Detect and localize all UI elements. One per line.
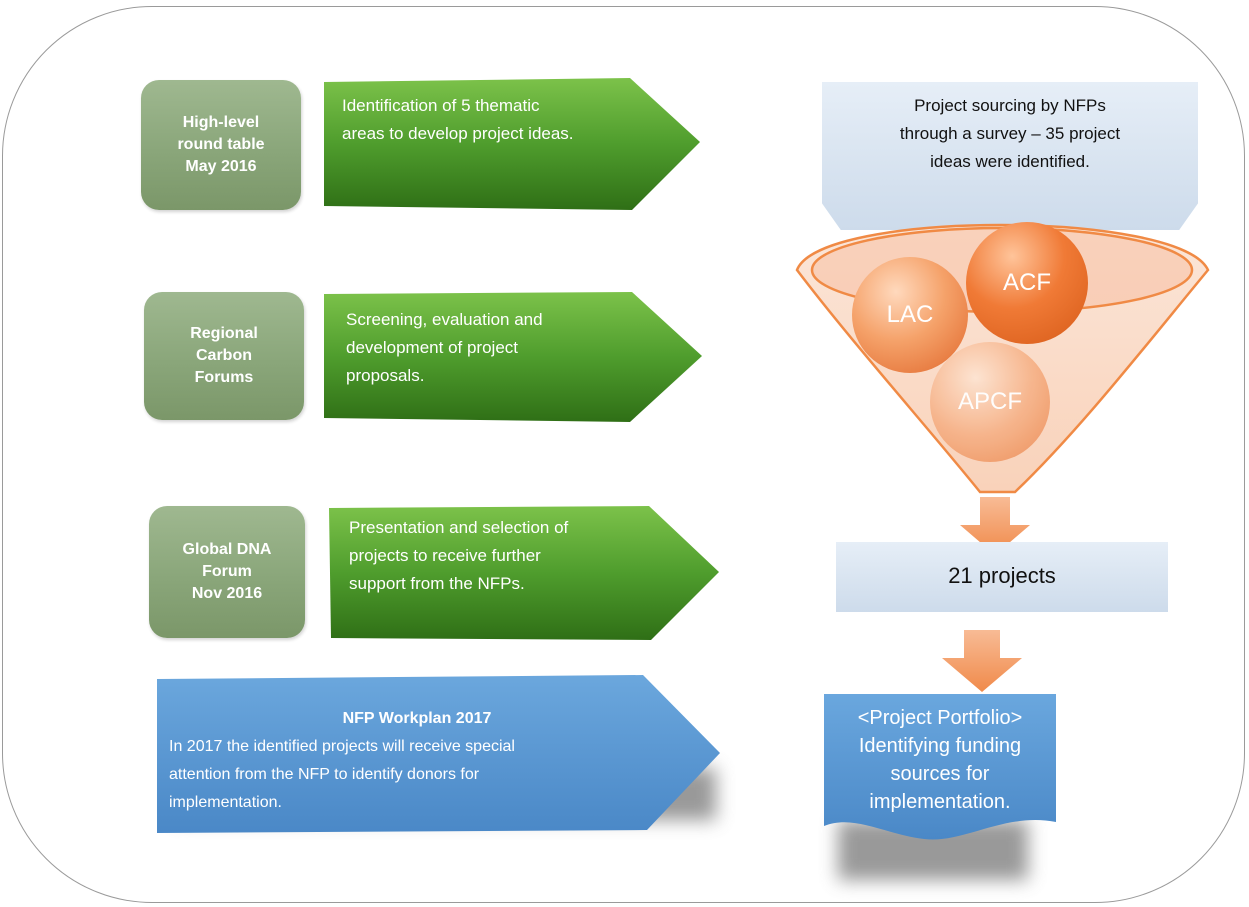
portfolio-line-3: sources for	[890, 763, 990, 785]
forum-label-apcf: APCF	[957, 388, 1022, 415]
workplan-line-2: attention from the NFP to identify donor…	[169, 766, 480, 783]
stage-1-line-2: round table	[177, 136, 265, 153]
stage-1-line-3: May 2016	[185, 158, 257, 175]
sourcing-line-2: through a survey – 35 project	[899, 124, 1121, 143]
stage-3-line-2: Forum	[202, 563, 252, 580]
step-2-desc-line-3: proposals.	[346, 366, 425, 385]
portfolio-line-2: Identifying funding	[858, 735, 1022, 757]
stage-box-1: High-level round table May 2016	[141, 80, 301, 210]
step-2-desc-line-1: Screening, evaluation and	[346, 310, 543, 329]
workplan-arrow: NFP Workplan 2017 In 2017 the identified…	[157, 675, 720, 835]
forum-label-acf: ACF	[1003, 269, 1051, 296]
forum-ball-apcf: APCF	[930, 342, 1050, 462]
forum-ball-acf: ACF	[966, 222, 1088, 344]
step-3-desc-line-3: support from the NFPs.	[349, 574, 525, 593]
sourcing-box: Project sourcing by NFPs through a surve…	[822, 82, 1198, 230]
green-arrow-1: Identification of 5 thematic areas to de…	[318, 78, 700, 210]
down-arrow-1	[960, 497, 1030, 555]
step-3-desc-line-2: projects to receive further	[349, 546, 541, 565]
green-arrow-2: Screening, evaluation and development of…	[320, 292, 702, 422]
step-1-desc-line-2: areas to develop project ideas.	[342, 124, 574, 143]
portfolio-line-1: <Project Portfolio>	[857, 707, 1023, 729]
portfolio-text: <Project Portfolio> Identifying funding …	[824, 704, 1056, 832]
portfolio-line-4: implementation.	[869, 791, 1011, 813]
sourcing-line-3: ideas were identified.	[930, 152, 1090, 171]
stage-3-line-1: Global DNA	[182, 541, 272, 558]
workplan-title: NFP Workplan 2017	[342, 710, 492, 727]
stage-1-line-1: High-level	[182, 114, 260, 131]
stage-box-2: Regional Carbon Forums	[144, 292, 304, 420]
stage-box-3: Global DNA Forum Nov 2016	[149, 506, 305, 638]
sourcing-line-1: Project sourcing by NFPs	[914, 96, 1106, 115]
workplan-line-3: implementation.	[169, 794, 282, 811]
portfolio-shape	[824, 694, 1056, 840]
result-label: 21 projects	[948, 563, 1056, 588]
result-box: 21 projects	[836, 542, 1168, 612]
forum-ball-lac: LAC	[852, 257, 968, 373]
down-arrow-2	[942, 630, 1022, 692]
step-1-desc-line-1: Identification of 5 thematic	[342, 96, 540, 115]
forum-label-lac: LAC	[886, 301, 934, 328]
step-2-desc-line-2: development of project	[346, 338, 518, 357]
step-3-desc-line-1: Presentation and selection of	[349, 518, 569, 537]
stage-3-line-3: Nov 2016	[191, 585, 263, 602]
stage-2-line-1: Regional	[190, 325, 258, 342]
stage-2-line-3: Forums	[194, 369, 254, 386]
green-arrow-3: Presentation and selection of projects t…	[327, 506, 719, 640]
workplan-line-1: In 2017 the identified projects will rec…	[169, 738, 515, 755]
stage-2-line-2: Carbon	[196, 347, 252, 364]
